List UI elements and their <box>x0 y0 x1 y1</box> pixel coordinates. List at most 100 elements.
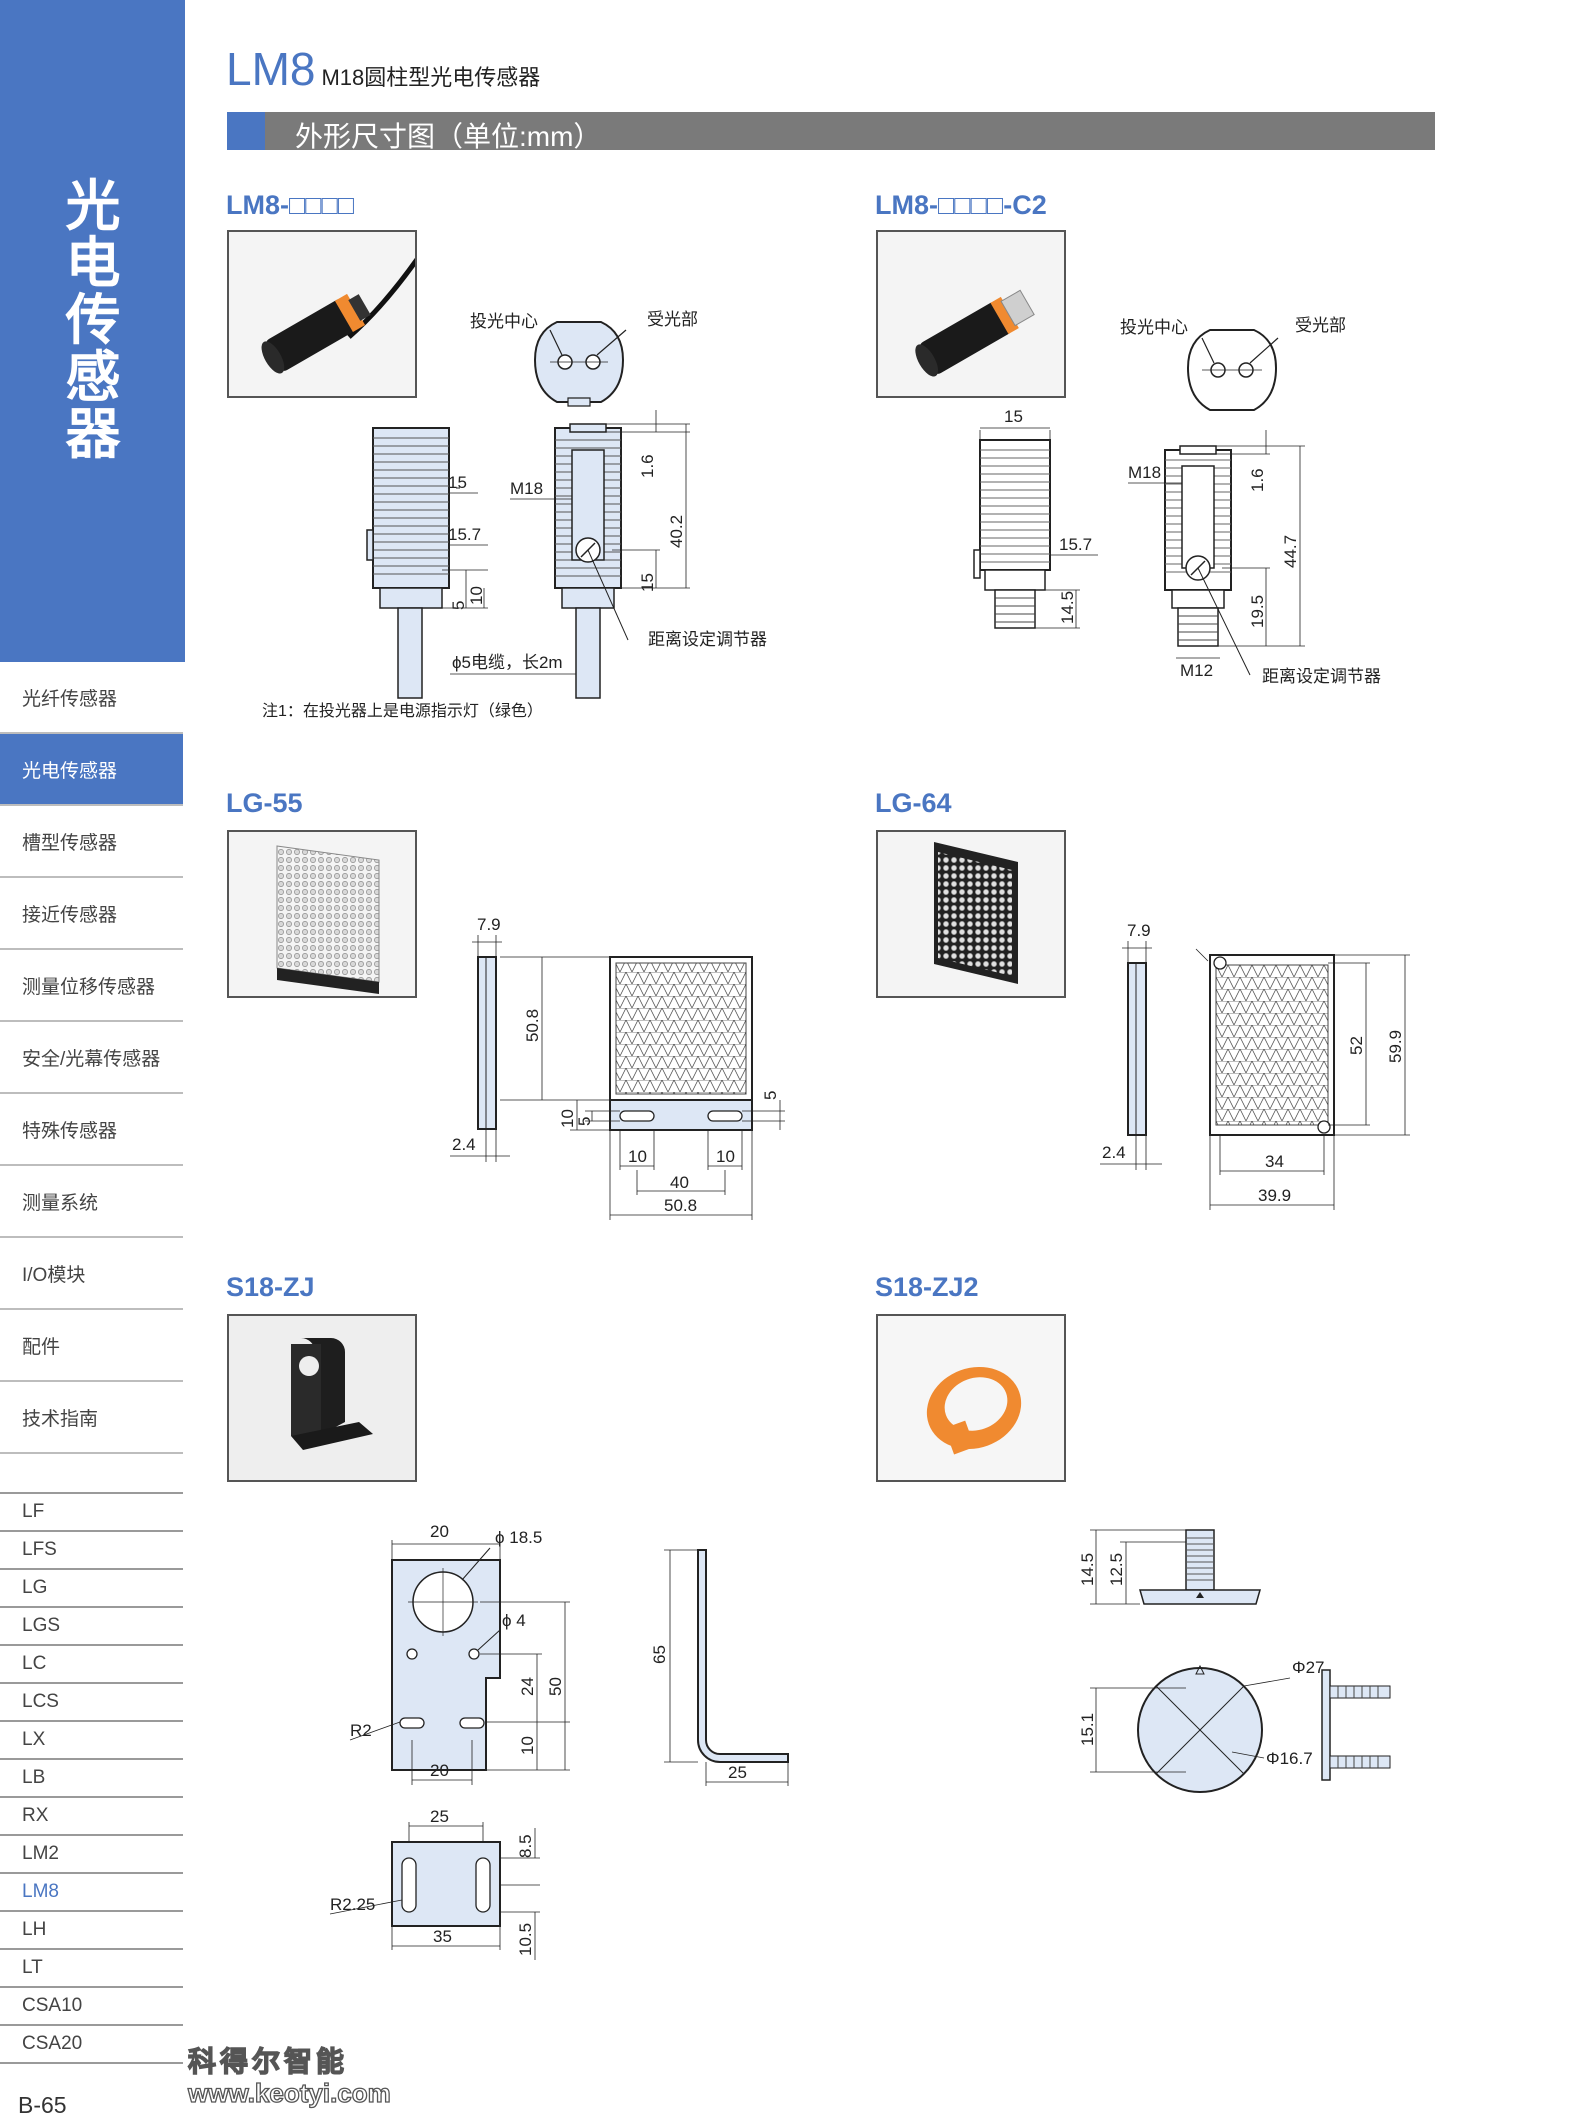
nut-edge-view <box>1321 1669 1391 1781</box>
category-item[interactable]: 光纤传感器 <box>0 662 183 734</box>
dim-7-9: 7.9 <box>1127 921 1151 940</box>
category-item[interactable]: I/O模块 <box>0 1238 183 1310</box>
label-receiver: 受光部 <box>1295 316 1346 335</box>
sensor-photo-icon <box>229 232 415 396</box>
drawing-s18-zj2: 14.5 12.5 Φ27 Φ16.7 15.1 <box>1078 1529 1391 1793</box>
sensor-c2-photo-icon <box>878 232 1064 396</box>
category-item[interactable]: 测量位移传感器 <box>0 950 183 1022</box>
model-label: LM2 <box>22 1843 59 1864</box>
model-item[interactable]: LH <box>0 1912 183 1950</box>
model-label: LB <box>22 1767 46 1788</box>
drawing-lm8-c2: 投光中心 受光部 15 15.7 14.5 <box>973 316 1381 686</box>
model-item-active[interactable]: LM8 <box>0 1874 183 1912</box>
section-title-s18-zj: S18-ZJ <box>226 1272 315 1302</box>
model-label: CSA10 <box>22 1995 83 2016</box>
dim-15: 15 <box>448 473 467 492</box>
dim-5-right: 5 <box>761 1091 780 1100</box>
product-photo-lg-64 <box>876 830 1066 998</box>
dim-34: 34 <box>1265 1152 1284 1171</box>
model-item[interactable]: LGS <box>0 1608 183 1646</box>
category-label: 接近传感器 <box>22 904 118 926</box>
section-bar: 外形尺寸图（单位:mm） <box>227 112 1435 152</box>
dim-r2-25: R2.25 <box>330 1895 375 1914</box>
category-item[interactable]: 技术指南 <box>0 1382 183 1454</box>
category-item[interactable]: 测量系统 <box>0 1166 183 1238</box>
dim-2-4: 2.4 <box>452 1135 476 1154</box>
category-label: I/O模块 <box>22 1264 86 1286</box>
model-label: CSA20 <box>22 2033 83 2054</box>
product-photo-lm8 <box>227 230 417 398</box>
category-label: 特殊传感器 <box>22 1120 118 1142</box>
reflector-photo-icon <box>229 832 415 996</box>
model-item[interactable]: LB <box>0 1760 183 1798</box>
section-bar-accent <box>227 112 265 150</box>
model-label: RX <box>22 1805 49 1826</box>
model-item[interactable]: LM2 <box>0 1836 183 1874</box>
section-title-lm8-c2: LM8-□□□□-C2 <box>875 190 1047 220</box>
dim-m18: M18 <box>510 479 543 498</box>
bracket-side <box>697 1549 789 1763</box>
model-nav <box>0 1492 183 1494</box>
dim-20-top: 20 <box>430 1522 449 1541</box>
bracket-bottom <box>391 1841 501 1927</box>
model-label: LM8 <box>22 1881 59 1902</box>
section-title-lg-55: LG-55 <box>226 788 303 818</box>
drawing-lg-64: 7.9 2.4 52 59.9 34 39.9 <box>1100 921 1410 1210</box>
category-item[interactable]: 配件 <box>0 1310 183 1382</box>
drawing-lg-55: 7.9 2.4 50.8 10 5 5 10 10 40 50.8 <box>450 915 785 1220</box>
category-item[interactable]: 接近传感器 <box>0 878 183 950</box>
dim-20-bottom: 20 <box>430 1761 449 1780</box>
label-distance-adjuster: 距离设定调节器 <box>1262 667 1381 686</box>
category-label: 光电传感器 <box>22 760 118 782</box>
model-label: LFS <box>22 1539 57 1560</box>
model-title: LM8 <box>226 43 316 95</box>
model-label: LF <box>22 1501 45 1522</box>
label-cable: ϕ5电缆，长2m <box>452 653 563 672</box>
dim-phi-4: ϕ 4 <box>502 1611 526 1630</box>
category-item[interactable]: 槽型传感器 <box>0 806 183 878</box>
body-view <box>554 423 622 699</box>
product-photo-lg-55 <box>227 830 417 998</box>
category-label: 测量位移传感器 <box>22 976 156 998</box>
note: 注1：在投光器上是电源指示灯（绿色） <box>262 703 543 720</box>
category-item[interactable]: 特殊传感器 <box>0 1094 183 1166</box>
model-item[interactable]: LCS <box>0 1684 183 1722</box>
dim-phi-27: Φ27 <box>1292 1658 1324 1677</box>
front-view <box>533 321 627 407</box>
dim-52: 52 <box>1347 1036 1366 1055</box>
model-item[interactable]: CSA10 <box>0 1988 183 2026</box>
front-view <box>1186 329 1279 411</box>
label-receiver: 受光部 <box>647 310 698 329</box>
dim-7-9: 7.9 <box>477 915 501 934</box>
model-item[interactable]: CSA20 <box>0 2026 183 2064</box>
model-item[interactable]: LT <box>0 1950 183 1988</box>
category-label: 光纤传感器 <box>22 688 118 710</box>
model-item[interactable]: LF <box>0 1494 183 1532</box>
category-item[interactable]: 安全/光幕传感器 <box>0 1022 183 1094</box>
dim-15-1: 15.1 <box>1078 1713 1097 1746</box>
model-item[interactable]: LFS <box>0 1532 183 1570</box>
dim-15-7: 15.7 <box>448 525 481 544</box>
model-item[interactable]: RX <box>0 1798 183 1836</box>
dim-10: 10 <box>518 1736 537 1755</box>
model-item[interactable]: LX <box>0 1722 183 1760</box>
model-label: LH <box>22 1919 47 1940</box>
model-item[interactable]: LC <box>0 1646 183 1684</box>
brand-url: www.keotyi.com <box>187 2077 391 2108</box>
dim-15: 15 <box>1004 407 1023 426</box>
bracket-photo-icon <box>229 1316 415 1480</box>
category-label: 槽型传感器 <box>22 832 118 854</box>
drawing-lm8: 投光中心 受光部 15 15.7 5 10 <box>366 310 767 699</box>
nut-top-view <box>1137 1664 1263 1793</box>
dim-15-body: 15 <box>638 573 657 592</box>
side-view <box>366 427 460 699</box>
model-label: LCS <box>22 1691 59 1712</box>
model-item[interactable]: LG <box>0 1570 183 1608</box>
category-item-active[interactable]: 光电传感器 <box>0 734 183 806</box>
sidebar-header: 光电传感器 <box>0 0 185 662</box>
dim-12-5: 12.5 <box>1107 1553 1126 1586</box>
dim-14-5: 14.5 <box>1058 591 1077 624</box>
sidebar-title: 光电传感器 <box>65 175 121 465</box>
dim-r2: R2 <box>350 1721 372 1740</box>
dim-35: 35 <box>433 1927 452 1946</box>
